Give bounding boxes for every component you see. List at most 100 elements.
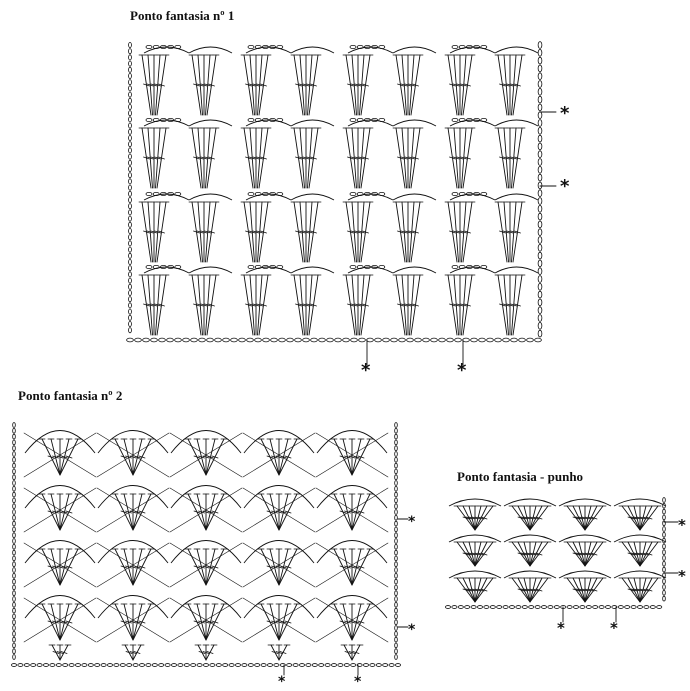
foundation-chain-3 [643, 605, 650, 609]
turning-chain-right-2 [394, 625, 398, 631]
dc-2-base-1-1-bar [133, 651, 141, 654]
dc-1-1-1b-1-bar [298, 156, 306, 160]
turning-chain-left-1 [128, 320, 132, 327]
turning-chain-left-2 [12, 538, 16, 544]
arc-2-0-3 [243, 430, 315, 454]
turning-chain-left-1 [128, 141, 132, 148]
dc-3-0-3--2-bar [630, 516, 638, 520]
foundation-chain-1 [526, 337, 534, 343]
dc-2-3-4--2-bar [339, 620, 347, 624]
foundation-chain-1 [294, 337, 302, 343]
turning-chain-left-1 [128, 79, 132, 86]
dc-1-3-1b-1-bar [298, 303, 306, 307]
dc-1-3-1b2-bar [310, 303, 317, 307]
top-chain-1-1-1 [276, 117, 284, 123]
diag-2-2-3b [242, 542, 316, 588]
turning-chain-right-1 [537, 48, 543, 57]
top-chain-1-1-1 [254, 117, 262, 123]
turning-chain-left-2 [12, 509, 16, 515]
top-chain-1-3-3 [458, 264, 466, 270]
foundation-chain-2 [23, 663, 30, 667]
dc-2-3-3--2-bar [266, 620, 274, 624]
top-chain-1-3-1 [269, 264, 277, 270]
dc-1-1-0b1-bar [204, 156, 212, 160]
foundation-chain-2 [30, 663, 37, 667]
arc-2-0-1 [97, 430, 169, 454]
top-chain-1-0-2 [349, 44, 357, 50]
dc-1-1-2a-2-bar [347, 156, 354, 160]
dc-3-1-1--3-bar [517, 552, 525, 556]
turning-chain-right-3 [662, 508, 666, 515]
dc-2-base-2--1-bar [198, 651, 206, 654]
turning-chain-right-1 [537, 173, 543, 182]
dc-1-3-1b-2-bar [295, 303, 302, 307]
turning-chain-right-1 [537, 329, 543, 338]
turning-chain-left-1 [128, 73, 132, 80]
top-chain-1-0-2 [363, 44, 371, 50]
dc-3-1-2-3-bar [590, 552, 598, 556]
dc-1-1-1b1-bar [306, 156, 314, 160]
dc-3-2-2-0-bar [581, 588, 589, 592]
turning-chain-left-1 [128, 122, 132, 129]
dc-1-2-2a-1-bar [350, 230, 358, 234]
top-chain-1-1-2 [371, 117, 379, 123]
foundation-chain-2 [279, 663, 286, 667]
arc-2-1-3 [243, 485, 315, 509]
dc-1-1-2b1-bar [408, 156, 416, 160]
dc-3-2-3--3-bar [627, 588, 635, 592]
top-chain-1-3-2 [349, 264, 357, 270]
dc-1-1-1a-2-bar [245, 156, 252, 160]
foundation-chain-3 [470, 605, 477, 609]
foundation-chain-1 [398, 337, 406, 343]
dc-1-1-0a2-bar [158, 156, 165, 160]
dc-1-1-0b-2-bar [193, 156, 200, 160]
dc-2-3-4--1-bar [344, 620, 351, 624]
turning-chain-left-1 [128, 116, 132, 123]
turning-chain-right-2 [394, 509, 398, 515]
dc-1-0-3b1-bar [510, 83, 518, 87]
foundation-chain-1 [422, 337, 430, 343]
foundation-chain-3 [579, 605, 586, 609]
dc-2-3-1-2-bar [138, 620, 146, 624]
turning-chain-left-1 [128, 209, 132, 216]
top-chain-1-3-2 [356, 264, 364, 270]
turning-chain-left-2 [12, 514, 16, 521]
dc-1-0-0a-1-bar [146, 83, 154, 87]
turning-chain-left-2 [12, 567, 16, 573]
dc-3-1-3--3-bar [627, 552, 635, 556]
diag-2-2-0b [23, 542, 97, 588]
dc-2-0-1-2-bar [138, 455, 146, 459]
foundation-chain-2 [337, 663, 344, 667]
dc-3-1-3-1-bar [639, 552, 647, 556]
foundation-chain-2 [254, 663, 261, 667]
turning-chain-left-1 [128, 289, 132, 296]
dc-1-2-0b-2-bar [193, 230, 200, 234]
arc-1-0-0b [188, 46, 233, 54]
arc-1-3-0b [188, 266, 233, 274]
turning-chain-left-1 [128, 246, 132, 253]
turning-chain-right-1 [537, 119, 543, 127]
diag-2-3-2b [169, 597, 243, 643]
turning-chain-right-3 [662, 584, 666, 590]
dc-1-0-3a-1-bar [452, 83, 460, 87]
dc-1-1-2a0-bar [354, 156, 362, 160]
dc-2-0-1--2-bar [120, 455, 128, 459]
dc-1-0-0a1-bar [154, 83, 162, 87]
foundation-chain-3 [534, 605, 541, 609]
turning-chain-right-1 [537, 189, 543, 198]
turning-chain-right-1 [537, 267, 543, 276]
dc-2-base-3-0-bar [275, 651, 283, 654]
dc-1-3-0b-2-bar [193, 303, 200, 307]
top-chain-1-2-3 [465, 191, 473, 197]
dc-3-0-0-1-bar [474, 516, 482, 520]
foundation-chain-1 [310, 337, 318, 343]
top-chain-1-0-1 [276, 44, 284, 50]
dc-1-2-3a-2-bar [449, 230, 456, 234]
dc-3-2-3--2-bar [630, 588, 638, 592]
turning-chain-left-2 [12, 636, 16, 643]
dc-2-0-2--2-bar [193, 455, 201, 459]
turning-chain-left-1 [128, 196, 132, 203]
turning-chain-right-1 [537, 80, 543, 88]
turning-chain-left-2 [12, 480, 16, 486]
top-chain-1-1-0 [159, 117, 167, 123]
